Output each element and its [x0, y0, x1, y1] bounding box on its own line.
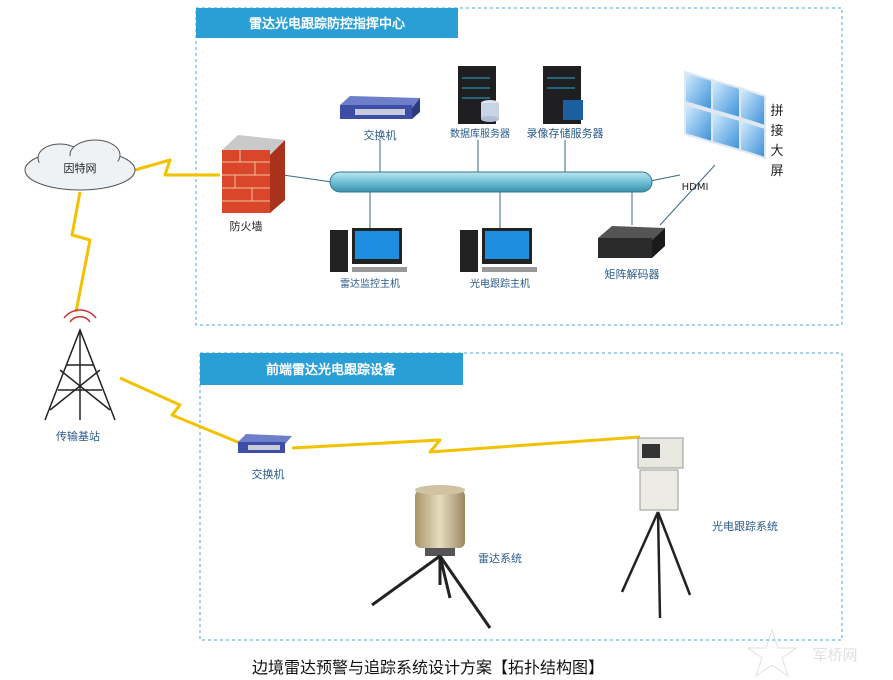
firewall-label: 防火墙 — [230, 219, 263, 233]
command-center-header — [196, 8, 458, 38]
base-station-label: 传输基站 — [56, 429, 100, 443]
base-station-tower-icon — [44, 309, 116, 421]
link-internet-tower — [70, 191, 92, 313]
frontend-switch-label: 交换机 — [252, 467, 285, 481]
link-internet-firewall — [134, 158, 220, 177]
frontend-switch-icon — [238, 434, 292, 453]
radar-monitor-host-label: 雷达监控主机 — [340, 277, 400, 290]
svg-text:大: 大 — [770, 144, 783, 159]
frontend-box — [199, 352, 843, 641]
svg-text:屏: 屏 — [770, 164, 783, 179]
switch-label: 交换机 — [364, 128, 397, 142]
video-wall-icon — [684, 70, 766, 160]
radar-system-icon — [371, 485, 492, 629]
wireless-links — [70, 158, 641, 454]
video-storage-server-icon — [543, 66, 583, 124]
network-backbone-bus — [329, 171, 653, 193]
command-center-box — [195, 7, 843, 326]
svg-text:接: 接 — [770, 123, 783, 139]
radar-system-label: 雷达系统 — [478, 552, 522, 565]
eo-tracking-system-icon — [620, 437, 692, 619]
radar-monitor-host-icon — [330, 228, 407, 272]
eo-tracking-system-label: 光电跟踪系统 — [712, 519, 778, 533]
internet-cloud-icon — [24, 139, 136, 191]
svg-text:军桥网: 军桥网 — [812, 646, 857, 664]
diagram-caption: 边境雷达预警与追踪系统设计方案【拓扑结构图】 — [252, 658, 604, 677]
database-server-label: 数据库服务器 — [450, 127, 510, 140]
matrix-decoder-icon — [598, 226, 665, 258]
svg-text:拼: 拼 — [770, 104, 783, 119]
watermark-logo: 军桥网 — [746, 628, 858, 678]
eo-tracking-host-icon — [460, 228, 537, 272]
matrix-decoder-label: 矩阵解码器 — [605, 267, 660, 281]
database-server-icon — [458, 66, 499, 124]
switch-icon — [340, 96, 420, 119]
link-tower-switch — [119, 376, 241, 445]
link-switch-camera — [291, 435, 641, 454]
video-storage-server-label: 录像存储服务器 — [527, 126, 604, 140]
video-wall-label: 拼 接 大 屏 — [770, 104, 783, 179]
hdmi-label: HDMI — [682, 182, 709, 193]
firewall-icon — [222, 135, 285, 213]
frontend-header — [200, 353, 463, 385]
command-center-title: 雷达光电跟踪防控指挥中心 — [249, 16, 405, 32]
internet-label: 因特网 — [64, 161, 97, 175]
wired-links — [282, 140, 716, 228]
eo-tracking-host-label: 光电跟踪主机 — [470, 277, 530, 290]
frontend-title: 前端雷达光电跟踪设备 — [266, 362, 397, 378]
